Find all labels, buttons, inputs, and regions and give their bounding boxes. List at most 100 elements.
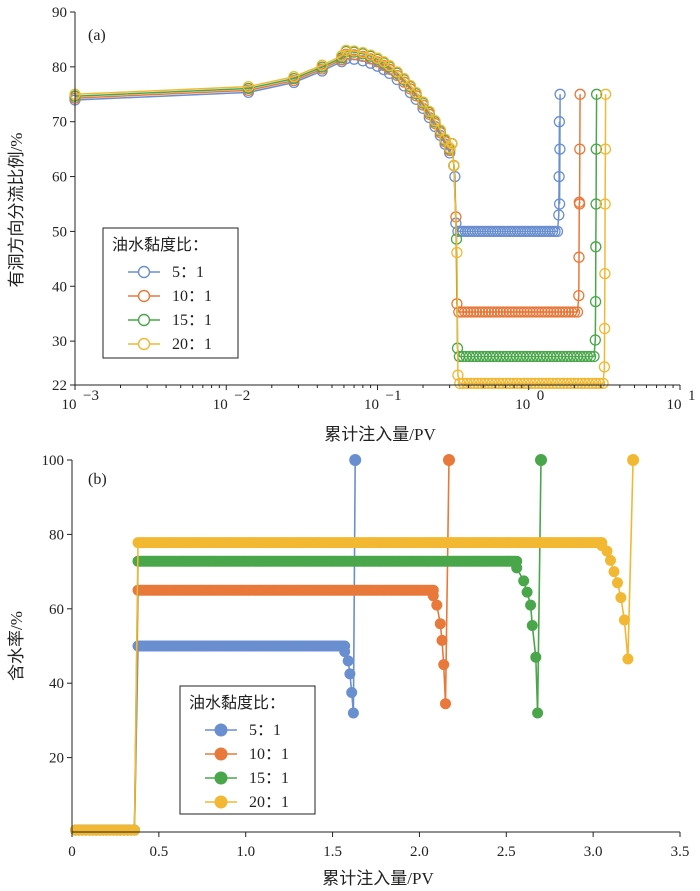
data-point-open xyxy=(554,377,566,390)
data-point-open xyxy=(545,306,557,318)
x-tick-label: 0 xyxy=(68,844,76,860)
data-point-open xyxy=(543,377,555,390)
data-point-open xyxy=(588,350,600,363)
data-point-open xyxy=(518,377,530,390)
data-point-filled xyxy=(431,599,443,611)
data-point-open xyxy=(597,377,609,390)
data-point-open xyxy=(452,369,464,381)
data-point-open xyxy=(572,377,584,390)
data-point-open xyxy=(357,50,369,63)
data-point-open xyxy=(581,350,593,363)
data-point-open xyxy=(468,306,480,318)
legend-label: 5：1 xyxy=(249,722,281,739)
data-point-open xyxy=(398,73,410,85)
data-point-open xyxy=(482,306,495,318)
data-point-open xyxy=(574,143,586,155)
legend-marker xyxy=(214,723,228,737)
data-point-open xyxy=(391,66,403,78)
data-point-open xyxy=(547,377,559,390)
data-point-open xyxy=(583,377,595,390)
data-point-spike xyxy=(535,454,547,466)
legend-marker xyxy=(137,265,151,279)
data-point-open xyxy=(532,377,545,390)
data-point-filled xyxy=(622,653,634,665)
y-tick-label: 50 xyxy=(52,224,67,240)
data-point-open xyxy=(548,306,560,318)
y-tick-label: 80 xyxy=(49,527,64,543)
data-point-open xyxy=(522,377,534,390)
data-point-open xyxy=(590,143,602,155)
data-point-filled xyxy=(521,586,533,598)
data-point-filled xyxy=(344,668,356,680)
y-tick-label: 100 xyxy=(42,453,65,469)
data-point-open xyxy=(462,306,474,318)
data-point-open xyxy=(515,306,527,318)
data-point-open xyxy=(568,306,581,318)
data-point-open xyxy=(494,306,507,318)
data-point-open xyxy=(479,377,491,390)
data-point-open xyxy=(457,377,470,390)
data-point-open xyxy=(448,159,460,172)
data-point-open xyxy=(489,377,502,390)
data-point-open xyxy=(316,59,328,71)
data-point-open xyxy=(599,143,612,155)
y-tick-label: 30 xyxy=(52,334,67,350)
data-point-open xyxy=(486,377,498,390)
data-point-open xyxy=(558,377,570,390)
data-point-open xyxy=(551,306,563,318)
data-point-open xyxy=(515,377,527,390)
legend-marker xyxy=(214,771,228,785)
data-point-open xyxy=(553,170,565,183)
data-point-open xyxy=(493,377,505,390)
data-point-open xyxy=(590,241,602,253)
data-point-filled xyxy=(339,646,351,658)
data-point-open xyxy=(598,361,611,373)
data-point-open xyxy=(446,137,458,150)
data-point-open xyxy=(371,52,384,64)
x-tick-label: 10 xyxy=(364,397,379,413)
data-point-open xyxy=(573,289,585,302)
data-point-open xyxy=(491,306,504,318)
x-tick-label: 1.0 xyxy=(236,844,255,860)
legend-marker xyxy=(214,795,228,809)
data-point-open xyxy=(579,377,591,390)
y-tick-label: 40 xyxy=(49,676,64,692)
data-point-filled xyxy=(532,707,544,719)
data-point-open xyxy=(527,306,539,318)
data-point-open xyxy=(590,198,602,210)
data-point-open xyxy=(533,306,545,318)
data-point-open xyxy=(497,306,509,318)
data-point-open xyxy=(575,377,588,390)
data-point-open xyxy=(530,306,542,318)
data-point-open xyxy=(464,377,477,390)
data-point-open xyxy=(559,306,572,318)
y-tick-label: 40 xyxy=(52,279,67,295)
panel-b-ylabel: 含水率/% xyxy=(7,611,26,681)
data-point-filled xyxy=(530,651,542,663)
data-point-filled xyxy=(436,634,448,646)
data-point-open xyxy=(500,306,512,318)
data-point-open xyxy=(468,377,480,390)
data-point-open xyxy=(573,198,586,210)
data-point-filled xyxy=(438,659,450,671)
legend-label: 20：1 xyxy=(172,336,212,353)
data-point-open xyxy=(511,377,523,390)
x-tick-label: 10 xyxy=(62,397,77,413)
x-tick-label: 3.0 xyxy=(584,844,603,860)
data-point-open xyxy=(451,246,463,259)
data-point-filled xyxy=(618,614,630,626)
data-point-open xyxy=(454,377,466,390)
data-point-open xyxy=(542,306,554,318)
data-point-open xyxy=(590,88,603,100)
data-point-open xyxy=(459,306,471,318)
data-point-open xyxy=(485,306,498,318)
legend-marker xyxy=(137,313,151,327)
data-point-filled xyxy=(511,562,523,574)
legend-label: 10：1 xyxy=(249,746,289,763)
data-point-filled xyxy=(440,698,451,710)
legend-marker xyxy=(137,289,151,303)
data-point-open xyxy=(539,306,551,318)
data-point-open xyxy=(529,377,541,390)
panel-a-legend: 油水黏度比： 5：110：115：120：1 xyxy=(102,227,239,359)
